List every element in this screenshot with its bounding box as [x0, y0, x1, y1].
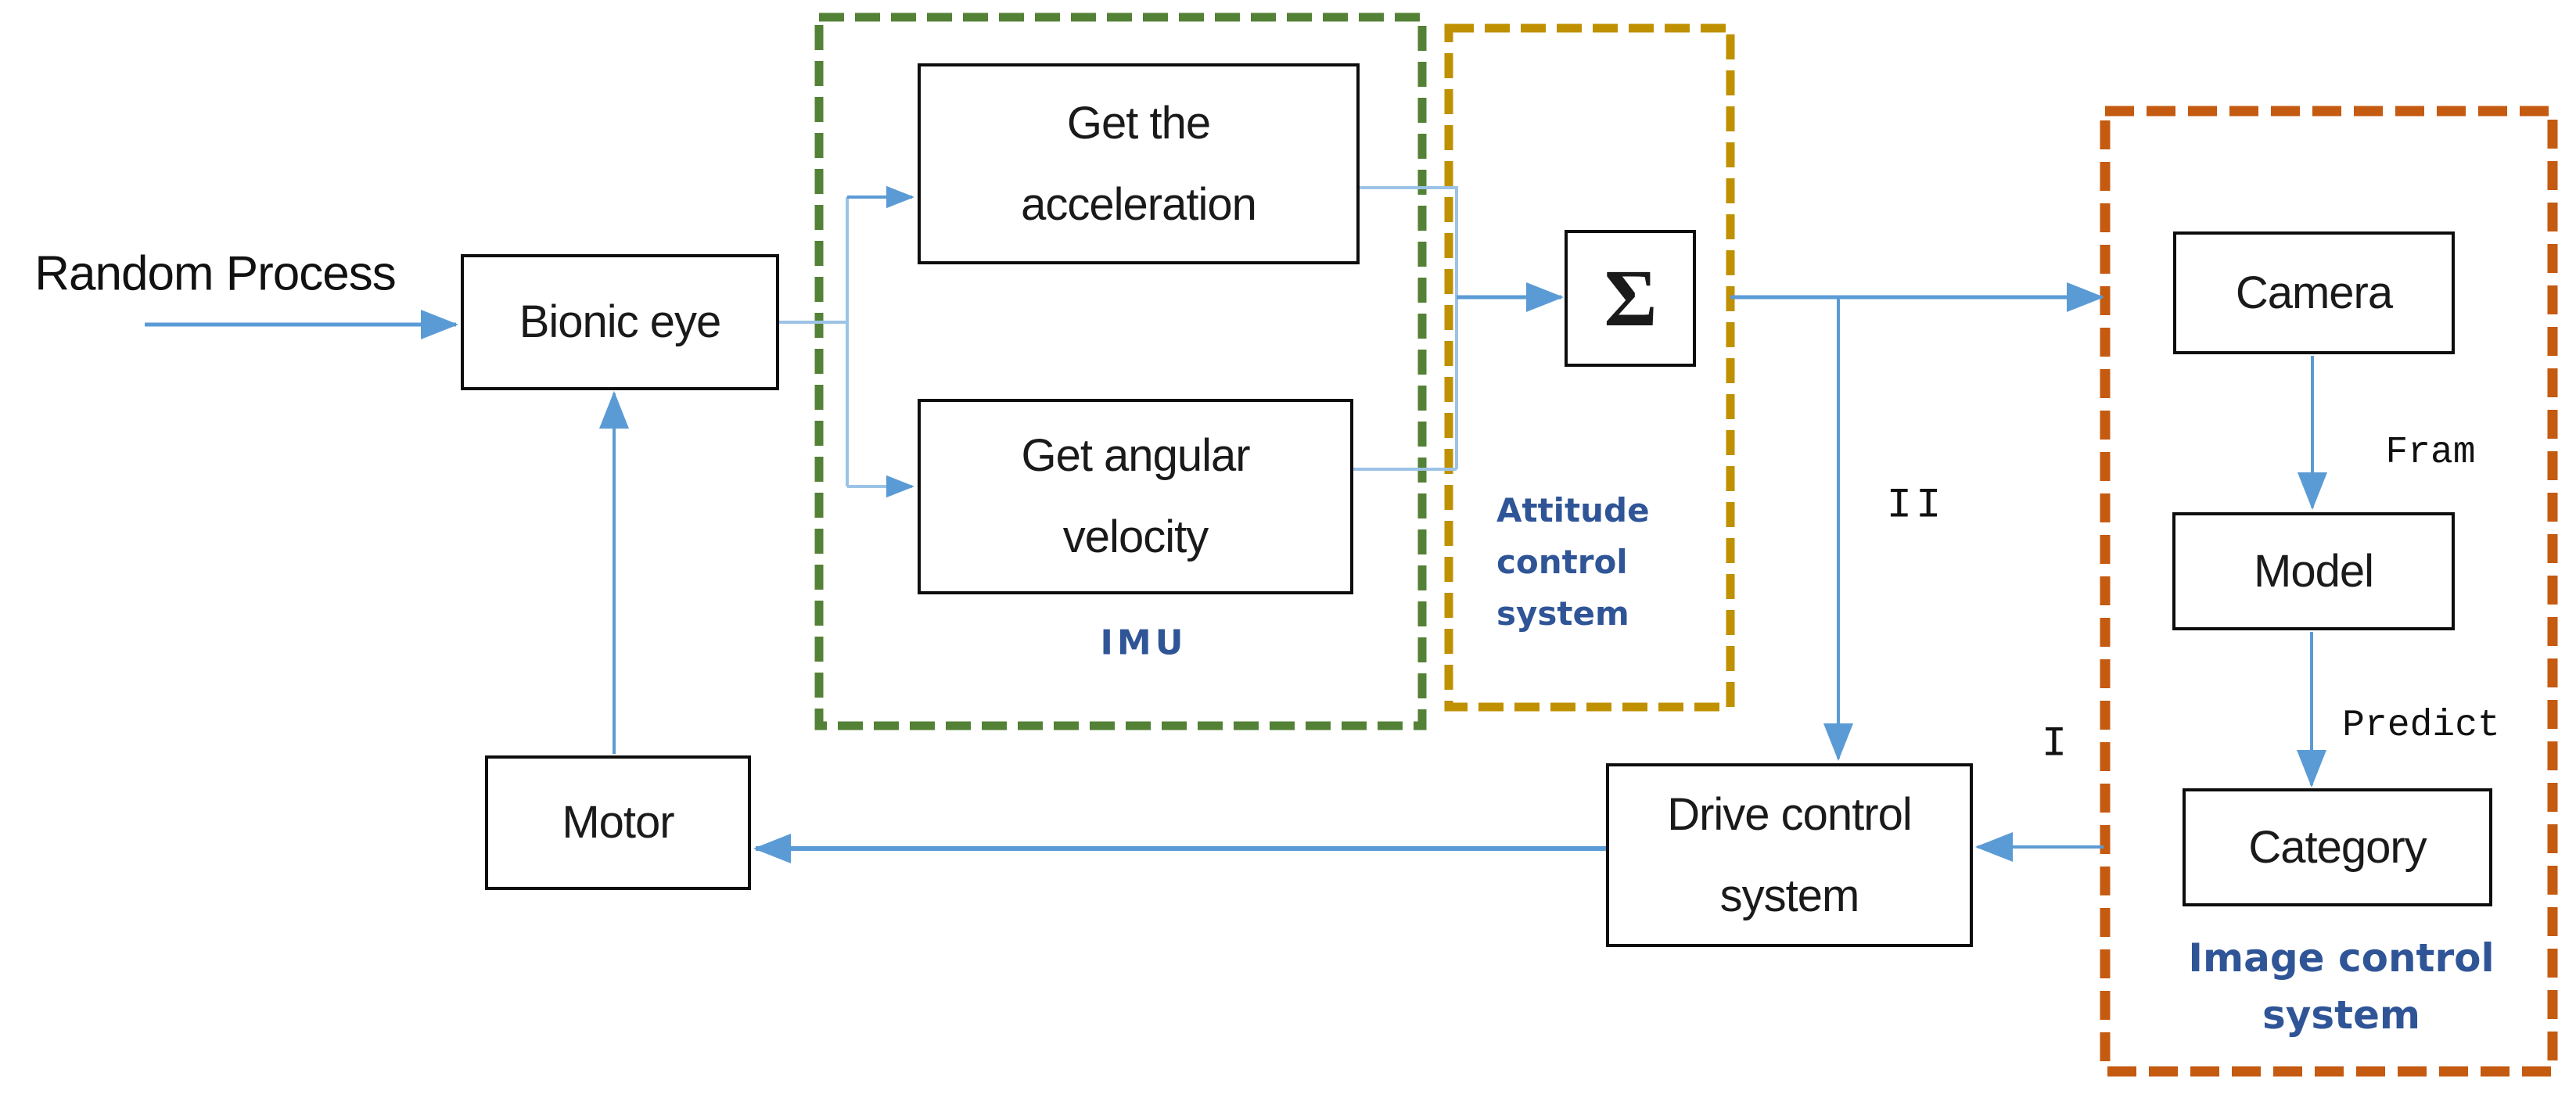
attitude-region-label: Attitude control system: [1496, 485, 1650, 640]
loop-i-label: I: [2041, 720, 2068, 769]
sum-box: Σ: [1565, 230, 1696, 367]
get-acceleration-line1: Get the: [1066, 97, 1211, 149]
camera-box: Camera: [2173, 231, 2455, 354]
category-box: Category: [2183, 788, 2492, 906]
get-acceleration-box: Get the acceleration: [918, 63, 1360, 264]
image-label-line2: system: [2262, 992, 2421, 1038]
edge-imu-collector: [1353, 186, 1458, 471]
drive-control-line1: Drive control: [1667, 788, 1913, 840]
camera-label: Camera: [2235, 267, 2393, 318]
drive-control-line2: system: [1719, 870, 1860, 921]
frame-edge-label: Fram: [2385, 432, 2476, 474]
loop-ii-label: II: [1886, 482, 1945, 530]
attitude-label-line2: control: [1496, 543, 1628, 581]
get-angular-velocity-line2: velocity: [1062, 511, 1209, 562]
attitude-label-line1: Attitude: [1496, 491, 1650, 529]
attitude-label-line3: system: [1496, 594, 1629, 633]
get-angular-velocity-line1: Get angular: [1021, 430, 1250, 481]
model-label: Model: [2254, 545, 2374, 597]
get-acceleration-line2: acceleration: [1021, 178, 1257, 230]
random-process-label: Random Process: [34, 246, 397, 301]
attitude-region-frame: [1444, 23, 1735, 712]
image-label-line1: Image control: [2188, 935, 2495, 981]
bionic-eye-label: Bionic eye: [519, 296, 722, 347]
drive-control-system-box: Drive control system: [1606, 763, 1973, 947]
edge-bionic-branch: [779, 197, 849, 486]
imu-region-label: IMU: [1100, 623, 1187, 663]
category-label: Category: [2248, 821, 2427, 873]
predict-edge-label: Predict: [2342, 705, 2500, 747]
get-angular-velocity-box: Get angular velocity: [918, 399, 1353, 594]
bionic-eye-box: Bionic eye: [461, 254, 779, 390]
image-region-frame: [2100, 106, 2558, 1077]
image-region-label: Image control system: [2188, 930, 2494, 1044]
sigma-symbol: Σ: [1604, 253, 1658, 343]
imu-region-frame: [814, 13, 1427, 730]
motor-label: Motor: [562, 797, 674, 848]
model-box: Model: [2172, 512, 2455, 630]
motor-box: Motor: [485, 755, 751, 890]
